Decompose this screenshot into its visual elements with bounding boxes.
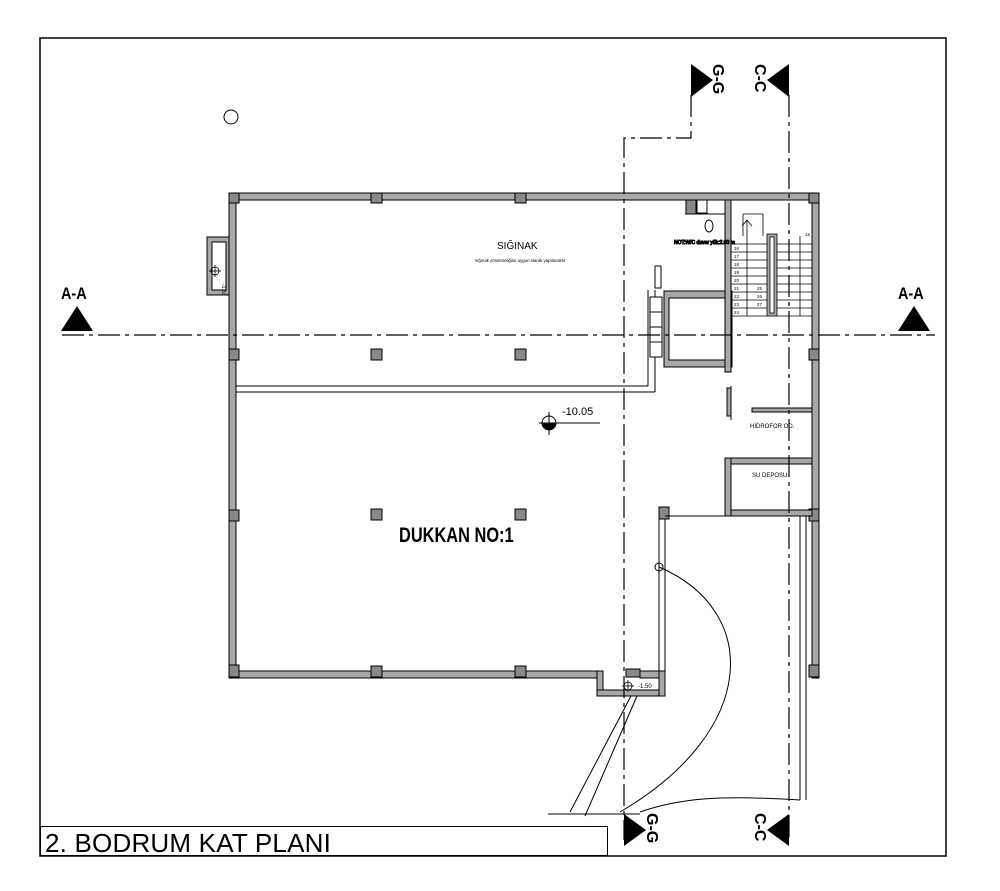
stair-number: 22 (734, 294, 740, 299)
stair-number: 26 (757, 294, 763, 299)
structural-columns (228, 192, 820, 678)
stair-number: 20 (734, 278, 740, 283)
shelter-note: sığınak yönetmeliğine uygun olarak yapıl… (475, 258, 566, 263)
level-marker-main-label: -10.05 (562, 406, 593, 418)
origin-circle-marker (223, 109, 239, 125)
shop-title: DUKKAN NO:1 (399, 523, 514, 546)
bottom-notch-level-label: -1.50 (638, 684, 652, 690)
hydrophore-room-walls (726, 386, 813, 420)
section-c-bottom-label: C-C (751, 813, 768, 842)
section-c-top-label: C-C (751, 64, 768, 93)
section-marker-g-top: G-G (691, 64, 726, 97)
section-marker-c-bottom: C-C (751, 813, 789, 846)
stair-number: 21 (734, 286, 740, 291)
stair-number: 16 (734, 246, 740, 251)
stair-number: 15 (805, 232, 811, 237)
section-a-left-label: A-A (61, 285, 87, 303)
staircase (731, 213, 812, 317)
wc-note-label: NOT:W/C duvar yük:2.00 m (674, 240, 735, 246)
section-g-bottom-label: G-G (643, 813, 660, 843)
left-notch-level-label: -1.50 (220, 284, 226, 296)
stair-number: 27 (757, 302, 763, 307)
section-g-top-label: G-G (709, 64, 726, 94)
stair-number: 18 (734, 262, 740, 267)
section-lines (62, 95, 935, 840)
section-marker-c-top: C-C (751, 64, 789, 97)
stair-number: 23 (734, 302, 740, 307)
stair-number: 19 (734, 270, 740, 275)
elevator-shaft (649, 265, 733, 368)
level-marker-main: -10.05 (539, 406, 600, 435)
hydrophore-label: HİDROFOR OD. (750, 423, 795, 430)
title-block: 2. BODRUM KAT PLANI (40, 826, 608, 856)
stair-number: 25 (757, 286, 763, 291)
section-marker-a-left: A-A (61, 285, 93, 331)
section-a-right-label: A-A (898, 285, 924, 303)
stair-number: 24 (734, 310, 740, 315)
section-marker-a-right: A-A (898, 285, 930, 331)
drawing-frame (39, 37, 947, 857)
bottom-notch (596, 670, 666, 697)
shelter-divider-wall (236, 290, 656, 393)
drawing-title: 2. BODRUM KAT PLANI (45, 828, 332, 858)
left-notch-level-symbol: -1.50 (209, 265, 226, 296)
left-notch (206, 236, 230, 296)
wc-fixtures: NOT:W/C duvar yük:2.00 m (674, 199, 735, 247)
shelter-title: SIĞINAK (497, 239, 538, 252)
stair-number: 17 (734, 254, 740, 259)
section-marker-g-bottom: G-G (624, 813, 660, 846)
ramp-lines (548, 515, 812, 817)
water-tank-label: SU DEPOSU (752, 473, 787, 479)
stair-step-numbers: 15 16 17 18 19 20 21 22 23 24 25 26 27 (734, 232, 811, 315)
